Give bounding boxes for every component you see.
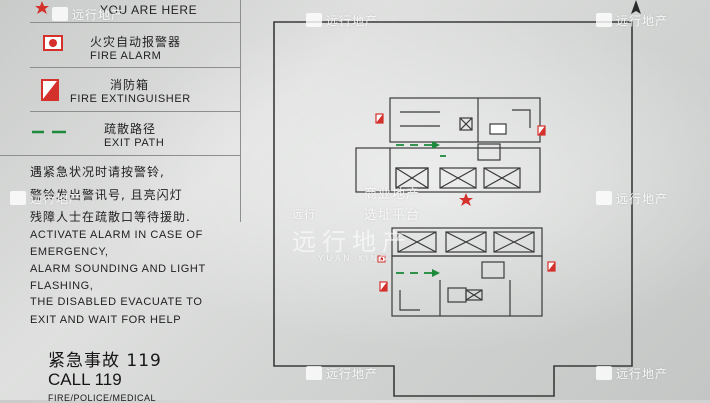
center-watermark-left: 远行 [292,208,316,221]
emergency-en: CALL 119 [48,370,122,389]
center-watermark-line1: 商业地产 [364,187,421,202]
notice-en-line3: ALARM SOUNDING AND LIGHT [30,263,206,275]
brand-watermark: 远行地产 [596,190,668,207]
emergency-zh: 紧急事故 119 [48,351,162,371]
plan-extinguisher-icon [537,125,546,136]
legend-divider [30,22,240,23]
exit-arrow-icon [432,269,440,277]
notice-en-line6: EXIT AND WAIT FOR HELP [30,314,182,326]
legend-exit-path-en: EXIT PATH [104,137,165,149]
north-arrow-icon [631,0,641,14]
legend-panel: YOU ARE HERE 火灾自动报警器 FIRE ALARM 消防箱 FIRE… [0,0,262,403]
notice-en-line1: ACTIVATE ALARM IN CASE OF [30,229,203,241]
brand-logo-icon [52,7,68,21]
legend-exit-path-zh: 疏散路径 [104,122,157,136]
legend-you-are-here-label: YOU ARE HERE [100,3,198,17]
exit-arrow-icon [432,141,440,149]
large-brand-watermark: 远行地产 [292,228,412,256]
brand-watermark: 远行地产 [306,365,378,382]
large-brand-watermark-sub: YUAN XING [318,254,390,263]
legend-extinguisher-zh: 消防箱 [110,78,150,92]
center-watermark-line2: 选址平台 [364,208,421,223]
legend-extinguisher-en: FIRE EXTINGUISHER [70,93,191,105]
brand-logo-icon [596,13,612,27]
plan-exit-path [396,144,446,274]
notice-en-line4: FLASHING, [30,280,94,292]
brand-watermark: 远行地产 [596,12,668,29]
core-upper [355,97,541,193]
fire-alarm-icon [43,35,63,51]
legend-fire-alarm-zh: 火灾自动报警器 [90,35,182,49]
fire-extinguisher-icon [41,79,59,101]
brand-logo-icon [306,13,322,27]
emergency-footer: FIRE/POLICE/MEDICAL [48,393,157,403]
plan-fire-alarm-icon [377,255,386,263]
plan-extinguisher-icon [379,281,388,292]
legend-divider [0,155,240,156]
plan-extinguisher-icon [375,113,384,124]
legend-fire-alarm-en: FIRE ALARM [90,50,162,62]
you-are-here-star-icon [35,1,49,14]
brand-logo-icon [10,191,26,205]
notice-zh-line3: 残障人士在疏散口等待援助. [30,210,191,224]
notice-en-line2: EMERGENCY, [30,246,109,258]
building-outline [273,21,633,397]
legend-divider [30,111,240,112]
brand-logo-icon [596,366,612,380]
core-lower [391,227,543,317]
brand-watermark: 远行地产 [306,12,378,29]
legend-border [240,0,241,222]
plan-extinguisher-icon [547,261,556,272]
brand-watermark: 远行地产 [10,190,82,207]
legend-divider [30,67,240,68]
notice-zh-line1: 遇紧急状况时请按警铃, [30,165,165,179]
brand-logo-icon [596,191,612,205]
notice-en-line5: THE DISABLED EVACUATE TO [30,296,203,308]
brand-logo-icon [306,366,322,380]
brand-watermark: 远行地产 [596,365,668,382]
notice-zh-line2: 警铃发出警讯号, 且亮闪灯 [30,188,183,202]
brand-watermark: 远行地产 [52,6,124,23]
plan-you-are-here-star-icon [459,193,473,206]
